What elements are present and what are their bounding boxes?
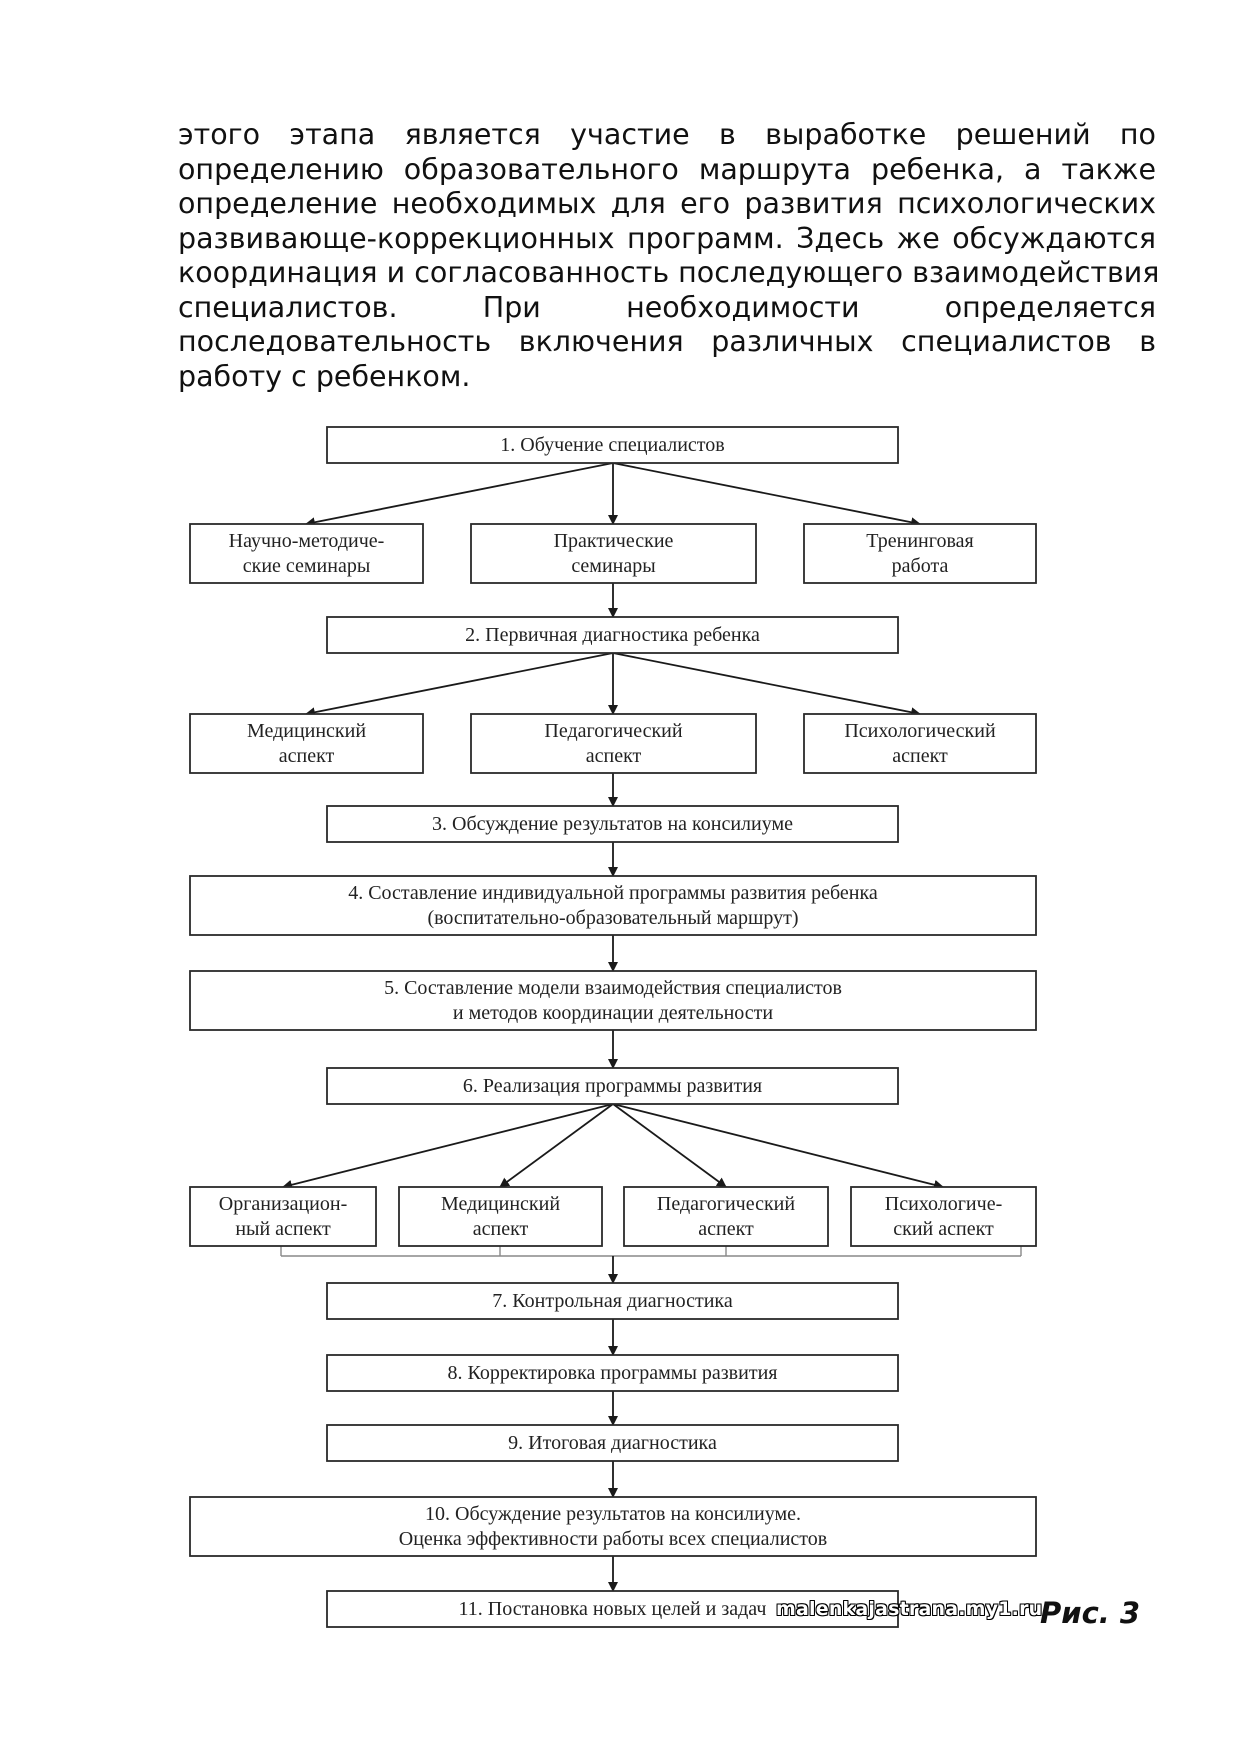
diagram-box-frame <box>189 1496 1037 1557</box>
diagram-box-frame <box>326 1590 899 1628</box>
diagram-box-n2: 2. Первичная диагностика ребенка <box>326 616 899 654</box>
diagram-box-label: Психологиче- <box>885 1193 1002 1215</box>
diagram-box-frame <box>803 523 1037 584</box>
diagram-box-label: Медицинский <box>441 1193 560 1215</box>
watermark: malenkajastrana.my1.ru <box>776 1598 1043 1620</box>
body-paragraph: этого этапа является участие в выработке… <box>178 118 1160 394</box>
diagram-box-n6b: Медицинский аспект <box>398 1186 603 1247</box>
diagram-box-frame <box>189 1186 377 1247</box>
diagram-box-frame <box>326 1424 899 1462</box>
diagram-box-n9: 9. Итоговая диагностика <box>326 1424 899 1462</box>
connector-arrow <box>305 652 614 718</box>
diagram-box-n2c: Психологический аспект <box>803 713 1037 774</box>
connector-arrow <box>612 1103 727 1188</box>
diagram-box-label: 5. Составление модели взаимодействия спе… <box>384 977 842 999</box>
diagram-box-frame <box>326 805 899 843</box>
figure-caption: Рис. 3 <box>1040 1596 1141 1630</box>
diagram-box-frame <box>326 1354 899 1392</box>
diagram-box-n2a: Медицинский аспект <box>189 713 424 774</box>
connector-arrow <box>612 1103 944 1190</box>
diagram-box-label: (воспитательно-образовательный маршрут) <box>427 907 798 929</box>
diagram-box-label: аспект <box>279 745 335 767</box>
paragraph-line: последовательность включения различных с… <box>178 325 1156 358</box>
diagram-box-frame <box>326 1067 899 1105</box>
paragraph-line: координация и согласованность последующе… <box>178 256 1160 289</box>
diagram-box-label: Педагогический <box>657 1193 795 1215</box>
diagram-box-label: Практические <box>554 530 674 552</box>
diagram-box-frame <box>850 1186 1037 1247</box>
diagram-box-frame <box>189 875 1037 936</box>
diagram-box-label: аспект <box>473 1218 529 1240</box>
diagram-box-label: ские семинары <box>243 555 371 577</box>
diagram-box-n6: 6. Реализация программы развития <box>326 1067 899 1105</box>
diagram-box-label: работа <box>892 555 949 577</box>
diagram-box-n1c: Тренинговая работа <box>803 523 1037 584</box>
diagram-box-label: аспект <box>698 1218 754 1240</box>
diagram-box-label: 9. Итоговая диагностика <box>508 1432 717 1454</box>
diagram-box-n2b: Педагогический аспект <box>470 713 757 774</box>
diagram-box-label: ный аспект <box>235 1218 331 1240</box>
diagram-box-label: аспект <box>892 745 948 767</box>
diagram-box-label: 1. Обучение специалистов <box>500 434 724 456</box>
diagram-box-n1b: Практические семинары <box>470 523 757 584</box>
diagram-box-n6c: Педагогический аспект <box>623 1186 829 1247</box>
paragraph-line: этого этапа является участие в выработке… <box>178 118 1156 151</box>
connector-arrow <box>282 1103 614 1190</box>
diagram-box-label: 11. Постановка новых целей и задач <box>459 1598 767 1620</box>
diagram-box-frame <box>326 616 899 654</box>
diagram-box-n8: 8. Корректировка программы развития <box>326 1354 899 1392</box>
diagram-box-n6a: Организацион-ный аспект <box>189 1186 377 1247</box>
connector-arrow <box>612 652 921 718</box>
diagram-box-label: 10. Обсуждение результатов на консилиуме… <box>425 1503 801 1525</box>
paragraph-line: развивающе-коррекционных программ. Здесь… <box>178 221 1156 255</box>
diagram-box-label: семинары <box>571 555 655 577</box>
paragraph-line: определению образовательного маршрута ре… <box>178 152 1156 186</box>
diagram-box-frame <box>470 713 757 774</box>
diagram-box-label: Психологический <box>844 720 996 742</box>
diagram-box-frame <box>470 523 757 584</box>
connector-arrow <box>305 462 614 528</box>
diagram-box-label: 3. Обсуждение результатов на консилиуме <box>432 813 793 835</box>
diagram-box-frame <box>189 970 1037 1031</box>
diagram-box-n6d: Психологиче-ский аспект <box>850 1186 1037 1247</box>
connector-arrow <box>499 1103 614 1188</box>
diagram-box-n10: 10. Обсуждение результатов на консилиуме… <box>189 1496 1037 1557</box>
diagram-box-frame <box>326 1282 899 1320</box>
diagram-box-n11: 11. Постановка новых целей и задач <box>326 1590 899 1628</box>
diagram-box-n5: 5. Составление модели взаимодействия спе… <box>189 970 1037 1031</box>
diagram-box-frame <box>189 523 424 584</box>
diagram-box-label: 2. Первичная диагностика ребенка <box>465 624 760 646</box>
diagram-box-label: 6. Реализация программы развития <box>463 1075 762 1097</box>
diagram-box-n3: 3. Обсуждение результатов на консилиуме <box>326 805 899 843</box>
diagram-box-n1: 1. Обучение специалистов <box>326 426 899 464</box>
diagram-box-label: 4. Составление индивидуальной программы … <box>348 882 878 904</box>
paragraph-line: специалистов. При необходимости определя… <box>178 290 1156 324</box>
diagram-box-label: 8. Корректировка программы развития <box>448 1362 778 1384</box>
diagram-box-label: и методов координации деятельности <box>453 1002 774 1024</box>
diagram-boxes: 1. Обучение специалистовНаучно-методиче-… <box>189 426 1037 1628</box>
diagram-box-frame <box>623 1186 829 1247</box>
connectors <box>280 462 1022 1592</box>
diagram-box-label: Оценка эффективности работы всех специал… <box>399 1528 827 1550</box>
diagram-box-frame <box>803 713 1037 774</box>
diagram-box-label: аспект <box>586 745 642 767</box>
diagram-box-label: 7. Контрольная диагностика <box>492 1290 733 1312</box>
diagram-box-frame <box>189 713 424 774</box>
diagram-box-n7: 7. Контрольная диагностика <box>326 1282 899 1320</box>
connector-arrow <box>612 462 921 528</box>
diagram-box-label: ский аспект <box>893 1218 994 1240</box>
paragraph-line: определение необходимых для его развития… <box>178 187 1156 220</box>
diagram-box-n1a: Научно-методиче-ские семинары <box>189 523 424 584</box>
diagram-box-label: Организацион- <box>219 1193 347 1215</box>
diagram-box-label: Педагогический <box>544 720 682 742</box>
diagram-box-frame <box>398 1186 603 1247</box>
diagram-box-frame <box>326 426 899 464</box>
paragraph-line: работу с ребенком. <box>178 359 471 393</box>
diagram-box-label: Медицинский <box>247 720 366 742</box>
diagram-box-label: Тренинговая <box>866 530 973 552</box>
diagram-box-n4: 4. Составление индивидуальной программы … <box>189 875 1037 936</box>
diagram-box-label: Научно-методиче- <box>229 530 385 552</box>
